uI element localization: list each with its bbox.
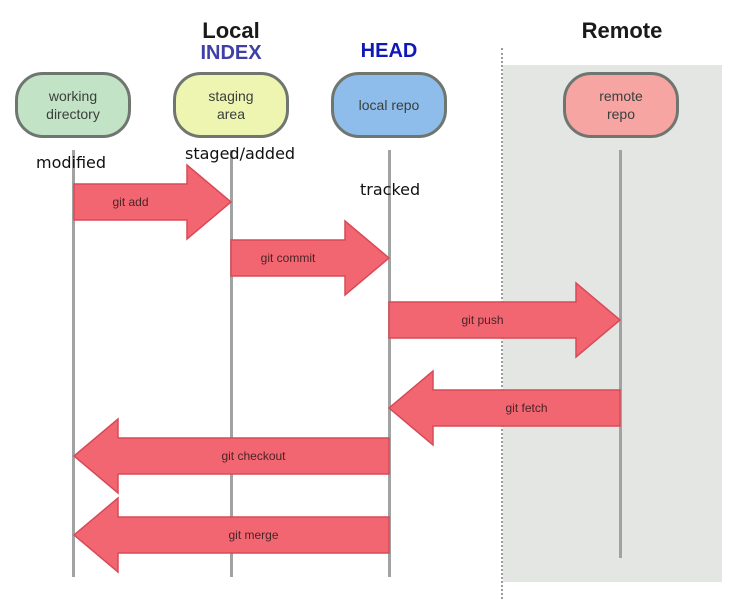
head-label: HEAD [360,40,418,62]
arrow-shape [72,496,390,574]
arrow-label: git fetch [505,401,547,415]
state-modified: modified [36,153,107,172]
arrow-git-push: git push [388,281,622,359]
lane-working-directory [72,150,75,577]
node-working-directory: working directory [15,72,131,138]
index-label: INDEX [200,42,262,64]
arrow-shape [73,163,233,241]
arrow-git-commit: git commit [230,219,391,297]
arrow-shape [72,417,390,495]
node-remote-repo: remote repo [563,72,679,138]
arrow-label: git push [461,313,503,327]
arrow-shape [230,219,391,297]
lane-local-repo [388,150,391,577]
node-local-repo: local repo [331,72,447,138]
state-staged: staged/added [185,144,296,163]
arrow-label: git add [112,195,148,209]
arrow-label: git merge [228,528,278,542]
arrow-git-fetch: git fetch [387,369,621,447]
arrow-git-add: git add [73,163,233,241]
node-staging-area: staging area [173,72,289,138]
arrow-label: git checkout [221,449,286,463]
arrow-label: git commit [261,251,316,265]
arrow-git-merge: git merge [72,496,390,574]
lane-remote-repo [619,150,622,558]
arrow-shape [388,281,622,359]
lane-staging-area [230,150,233,577]
section-title-local: Local [202,18,260,43]
arrow-shape [387,369,621,447]
section-title-remote: Remote [581,18,663,43]
arrow-git-checkout: git checkout [72,417,390,495]
state-tracked: tracked [360,180,421,199]
